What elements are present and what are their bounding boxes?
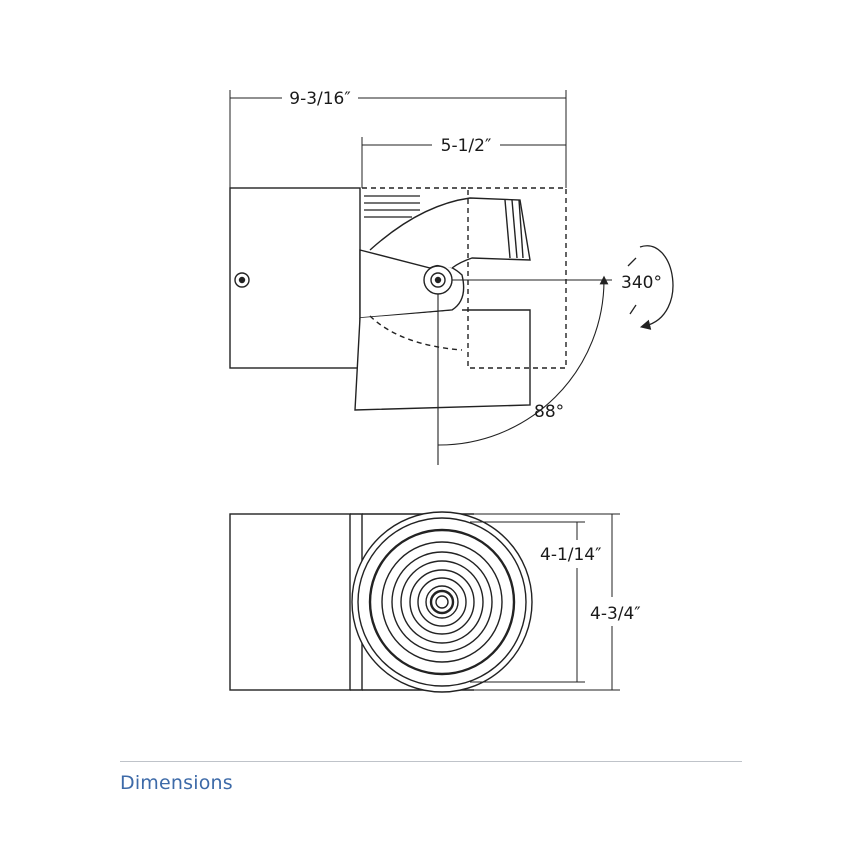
side-view: [229, 187, 674, 465]
head-length-dimension: [361, 137, 567, 188]
front-mounting-base: [229, 513, 351, 691]
caption-divider: [120, 761, 742, 762]
overall-length-dimension: [229, 90, 567, 188]
tilt-arc-icon: [437, 275, 612, 465]
caption: Dimensions: [120, 772, 233, 794]
lens-assembly: [351, 511, 533, 693]
lens-diameter-label: 4-1/14″: [540, 545, 601, 565]
dimension-drawing: 9-3/16″ 5-1/2″ 340° 88°: [229, 89, 674, 693]
head-length-label: 5-1/2″: [441, 136, 492, 156]
tilted-head-outline: [362, 187, 567, 369]
overall-height-label: 4-3/4″: [590, 604, 641, 624]
lamp-head: [369, 197, 531, 269]
base-screw-icon: [234, 272, 250, 288]
front-view: [229, 511, 533, 693]
lens-diameter-dimension: [470, 521, 585, 683]
overall-length-label: 9-3/16″: [289, 89, 350, 109]
mounting-base: [229, 187, 361, 369]
cooling-fins: [364, 195, 420, 218]
tilt-label: 88°: [534, 402, 564, 422]
overall-height-dimension: [474, 513, 620, 691]
rotation-label: 340°: [621, 273, 662, 293]
rotate-arrow-icon: [627, 245, 674, 330]
